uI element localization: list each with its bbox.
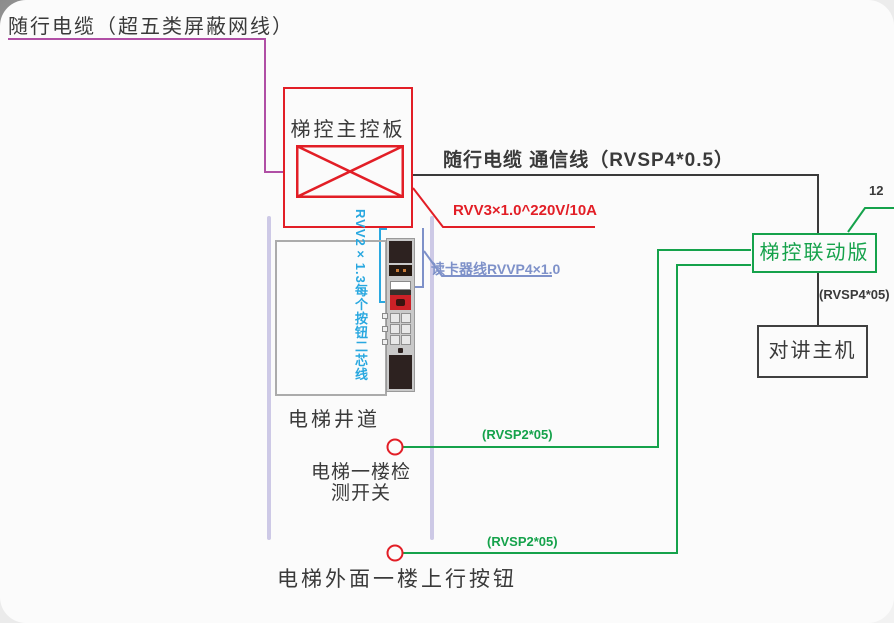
floor1-switch-label-line2: 测开关 (330, 483, 391, 504)
comm-line-label: 随行电缆 通信线（RVSP4*0.5） (443, 150, 735, 171)
floor-button (401, 335, 411, 345)
switch-wire-line (403, 249, 751, 448)
button-wire-bracket (379, 228, 387, 303)
panel-button-tabs (382, 313, 388, 345)
linkage-cable-label: (RVSP4*05) (819, 287, 890, 302)
intercom-host-label: 对讲主机 (768, 340, 857, 362)
port-number-label: 12 (869, 183, 884, 198)
port12-leader-line (847, 207, 894, 233)
elevator-car-outline (275, 240, 387, 396)
floor1-switch-label-line1: 电梯一楼检 (310, 462, 411, 483)
comm-line (413, 174, 819, 326)
button-wire-label: RVV2×1.3每个按钮二芯线 (353, 209, 368, 382)
button-cable-label: (RVSP2*05) (487, 534, 558, 549)
panel-card-reader (389, 265, 412, 276)
main-control-board-label: 梯控主控板 (290, 119, 406, 141)
traveling-cable-line (8, 38, 284, 173)
traveling-cable-label: 随行电缆（超五类屏蔽网线） (8, 16, 294, 38)
floor-button (390, 313, 400, 323)
floor1-switch-label: 电梯一楼检 测开关 (298, 462, 424, 504)
floor-button (401, 324, 411, 334)
button-tab (382, 313, 388, 319)
panel-reader-slot (390, 295, 411, 310)
linkage-board-label: 梯控联动版 (759, 242, 870, 264)
main-control-board-box: 梯控主控板 (283, 87, 413, 228)
reader-line-label: 读卡器线RVVP4×1.0 (431, 261, 561, 277)
shaft-label: 电梯井道 (288, 409, 380, 431)
up-button-label: 电梯外面一楼上行按钮 (277, 568, 517, 591)
crossed-rect-icon (296, 145, 404, 198)
up-button-symbol (386, 544, 404, 562)
reader-leader-line (423, 250, 552, 277)
panel-button-grid (390, 313, 411, 345)
panel-lower-cover (389, 355, 412, 389)
panel-indicator (390, 281, 411, 290)
power-line-label: RVV3×1.0^220V/10A (453, 202, 598, 219)
floor-button (401, 313, 411, 323)
panel-indicator-band (390, 290, 411, 295)
panel-keyswitch (398, 348, 403, 353)
button-tab (382, 326, 388, 332)
power-leader-line (412, 187, 595, 228)
reader-led-icon (402, 269, 406, 272)
floor-button (390, 335, 400, 345)
intercom-host-box: 对讲主机 (757, 325, 868, 378)
linkage-board-box: 梯控联动版 (752, 233, 877, 273)
floor1-switch-symbol (386, 438, 404, 456)
reader-led-icon (395, 269, 399, 272)
button-wire-line (403, 264, 751, 554)
floor-button (390, 324, 400, 334)
card-icon (396, 299, 405, 306)
panel-display (389, 241, 412, 263)
car-operating-panel (382, 238, 415, 392)
switch-cable-label: (RVSP2*05) (482, 427, 553, 442)
button-tab (382, 339, 388, 345)
